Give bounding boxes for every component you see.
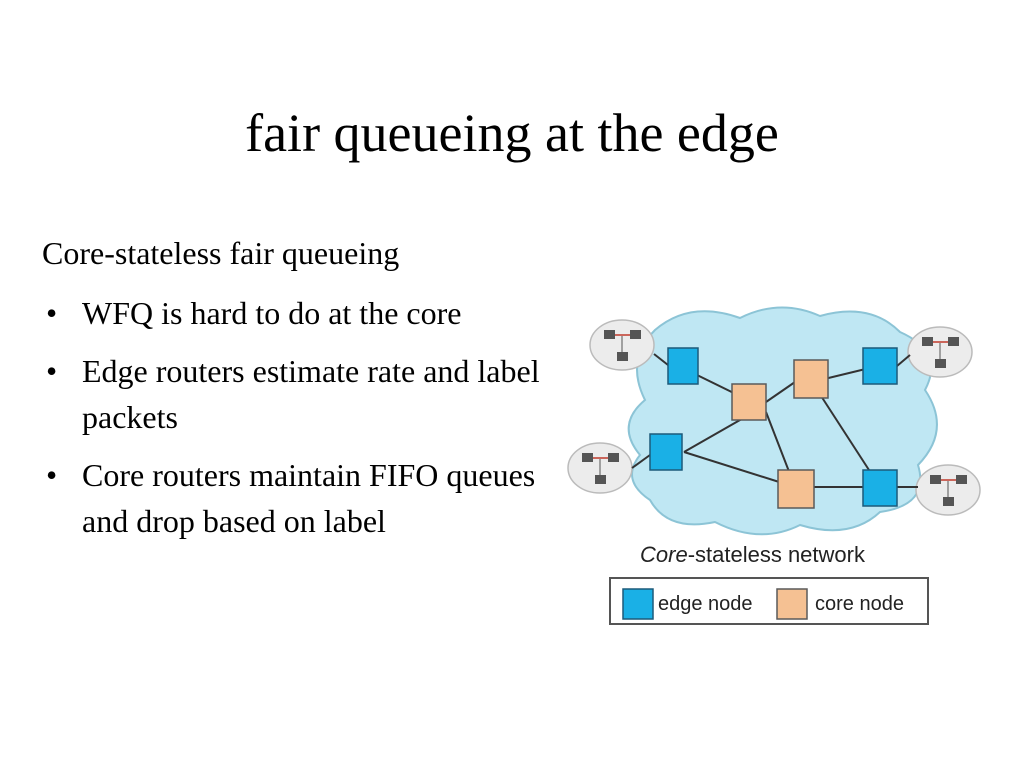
network-cloud <box>627 306 938 536</box>
diagram-caption: Core-stateless network <box>640 542 866 567</box>
legend-edge-swatch <box>622 588 654 620</box>
slide-title: fair queueing at the edge <box>245 103 779 163</box>
core-node <box>793 359 829 399</box>
edge-node <box>667 347 699 385</box>
bullet-item: Core routers maintain FIFO queues and dr… <box>42 452 582 544</box>
legend-core-label: core node <box>815 593 904 615</box>
host-cloud-top-right <box>907 326 973 378</box>
caption-italic: Core <box>640 542 688 567</box>
host-cloud-top-left <box>589 319 655 371</box>
bullet-list: WFQ is hard to do at the core Edge route… <box>42 290 582 556</box>
host-cloud-bottom-right <box>915 464 981 516</box>
bullet-item: Edge routers estimate rate and label pac… <box>42 348 582 440</box>
bullet-item: WFQ is hard to do at the core <box>42 290 582 336</box>
intro-text: Core-stateless fair queueing <box>42 235 400 271</box>
host-cloud-bottom-left <box>567 442 633 494</box>
legend-edge-label: edge node <box>658 593 753 615</box>
legend-core-swatch <box>776 588 808 620</box>
legend: edge node core node <box>609 577 929 625</box>
edge-node <box>862 469 898 507</box>
core-stateless-network-diagram: Core-stateless network edge node core no… <box>567 306 981 625</box>
core-node <box>777 469 815 509</box>
edge-node <box>862 347 898 385</box>
core-node <box>731 383 767 421</box>
caption-rest: -stateless network <box>688 542 866 567</box>
edge-node <box>649 433 683 471</box>
